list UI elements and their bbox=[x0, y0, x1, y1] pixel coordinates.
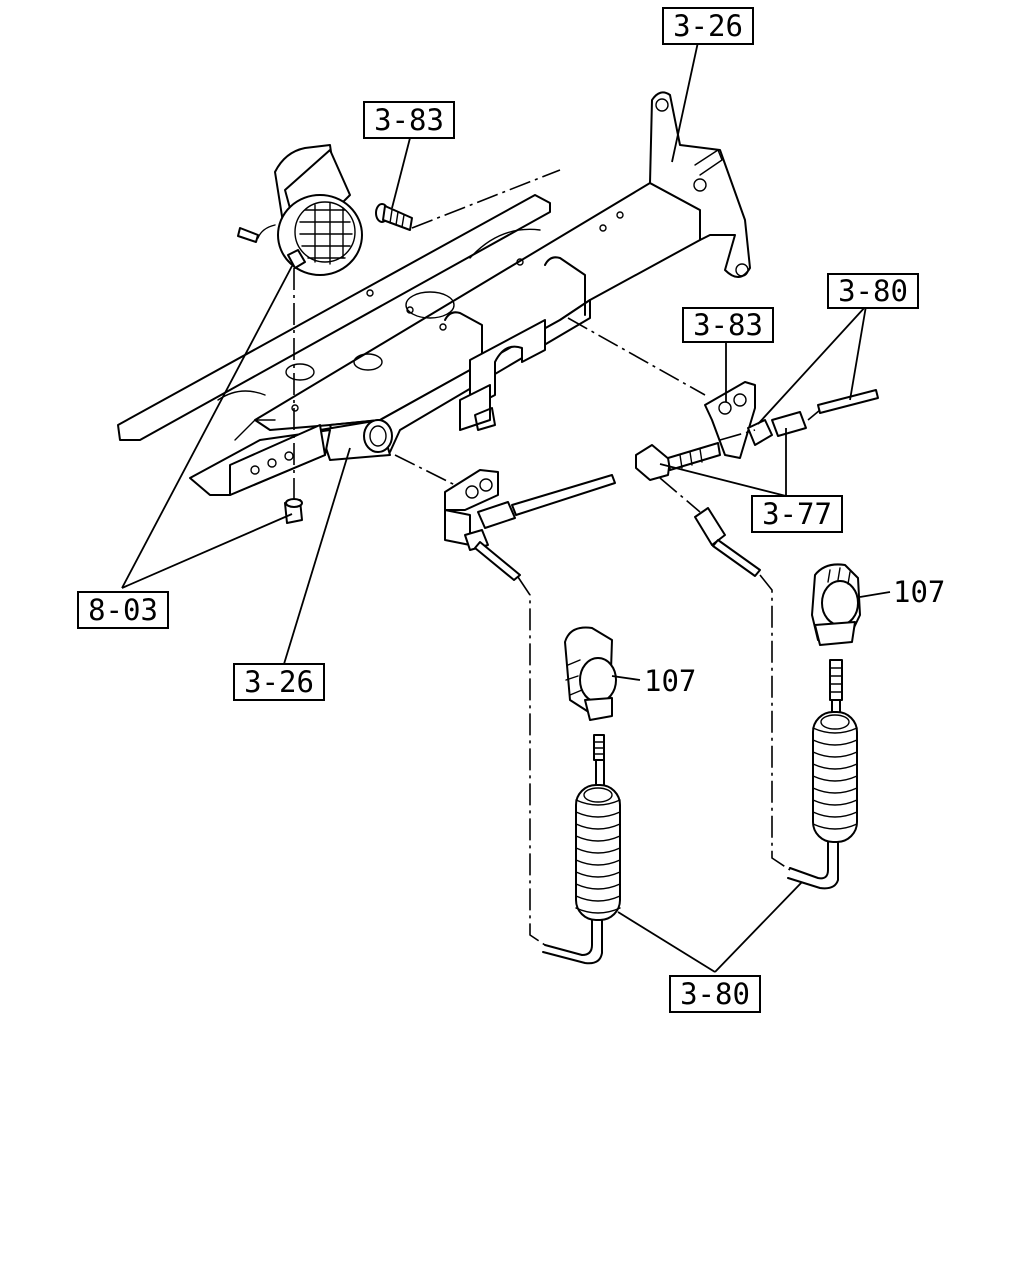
callout-text-3-83-top: 3-83 bbox=[374, 103, 444, 137]
left-gladhand bbox=[564, 626, 617, 721]
left-coiled-hose bbox=[542, 734, 621, 965]
work-lamp bbox=[237, 144, 363, 276]
left-angle-bracket bbox=[189, 419, 331, 496]
callout-3-80-right: 3-80 bbox=[827, 273, 919, 309]
assembly-centerlines bbox=[293, 169, 821, 946]
callout-text-8-03: 8-03 bbox=[88, 593, 158, 627]
callout-3-26-left: 3-26 bbox=[233, 663, 325, 701]
callout-3-26-top: 3-26 bbox=[662, 7, 754, 45]
callout-3-83-mid: 3-83 bbox=[682, 307, 774, 343]
lamp-nut bbox=[284, 498, 303, 524]
crossmember-beam bbox=[117, 182, 701, 461]
callout-text-3-83-mid: 3-83 bbox=[693, 308, 763, 342]
right-gladhand bbox=[811, 563, 861, 646]
callout-text-3-80-right: 3-80 bbox=[838, 274, 908, 308]
callout-107-left: 107 bbox=[644, 664, 696, 698]
callout-3-77: 3-77 bbox=[751, 495, 843, 533]
callout-text-3-26-left: 3-26 bbox=[244, 665, 314, 699]
callout-text-3-77: 3-77 bbox=[762, 497, 832, 531]
left-coupler-bracket bbox=[444, 469, 616, 581]
callout-107-right: 107 bbox=[893, 575, 945, 609]
lamp-bolt bbox=[375, 203, 413, 231]
callout-text-107-left: 107 bbox=[644, 664, 696, 698]
callout-text-3-26-top: 3-26 bbox=[673, 9, 743, 43]
callout-text-3-80-bottom: 3-80 bbox=[680, 977, 750, 1011]
callout-8-03: 8-03 bbox=[77, 591, 169, 629]
leader-lines bbox=[121, 41, 891, 973]
callout-3-83-top: 3-83 bbox=[363, 101, 455, 139]
right-coiled-hose bbox=[787, 659, 858, 890]
callout-3-80-bottom: 3-80 bbox=[669, 975, 761, 1013]
right-coupler-bracket bbox=[635, 381, 879, 577]
vertical-plate-bracket bbox=[649, 91, 751, 278]
callout-text-107-right: 107 bbox=[893, 575, 945, 609]
